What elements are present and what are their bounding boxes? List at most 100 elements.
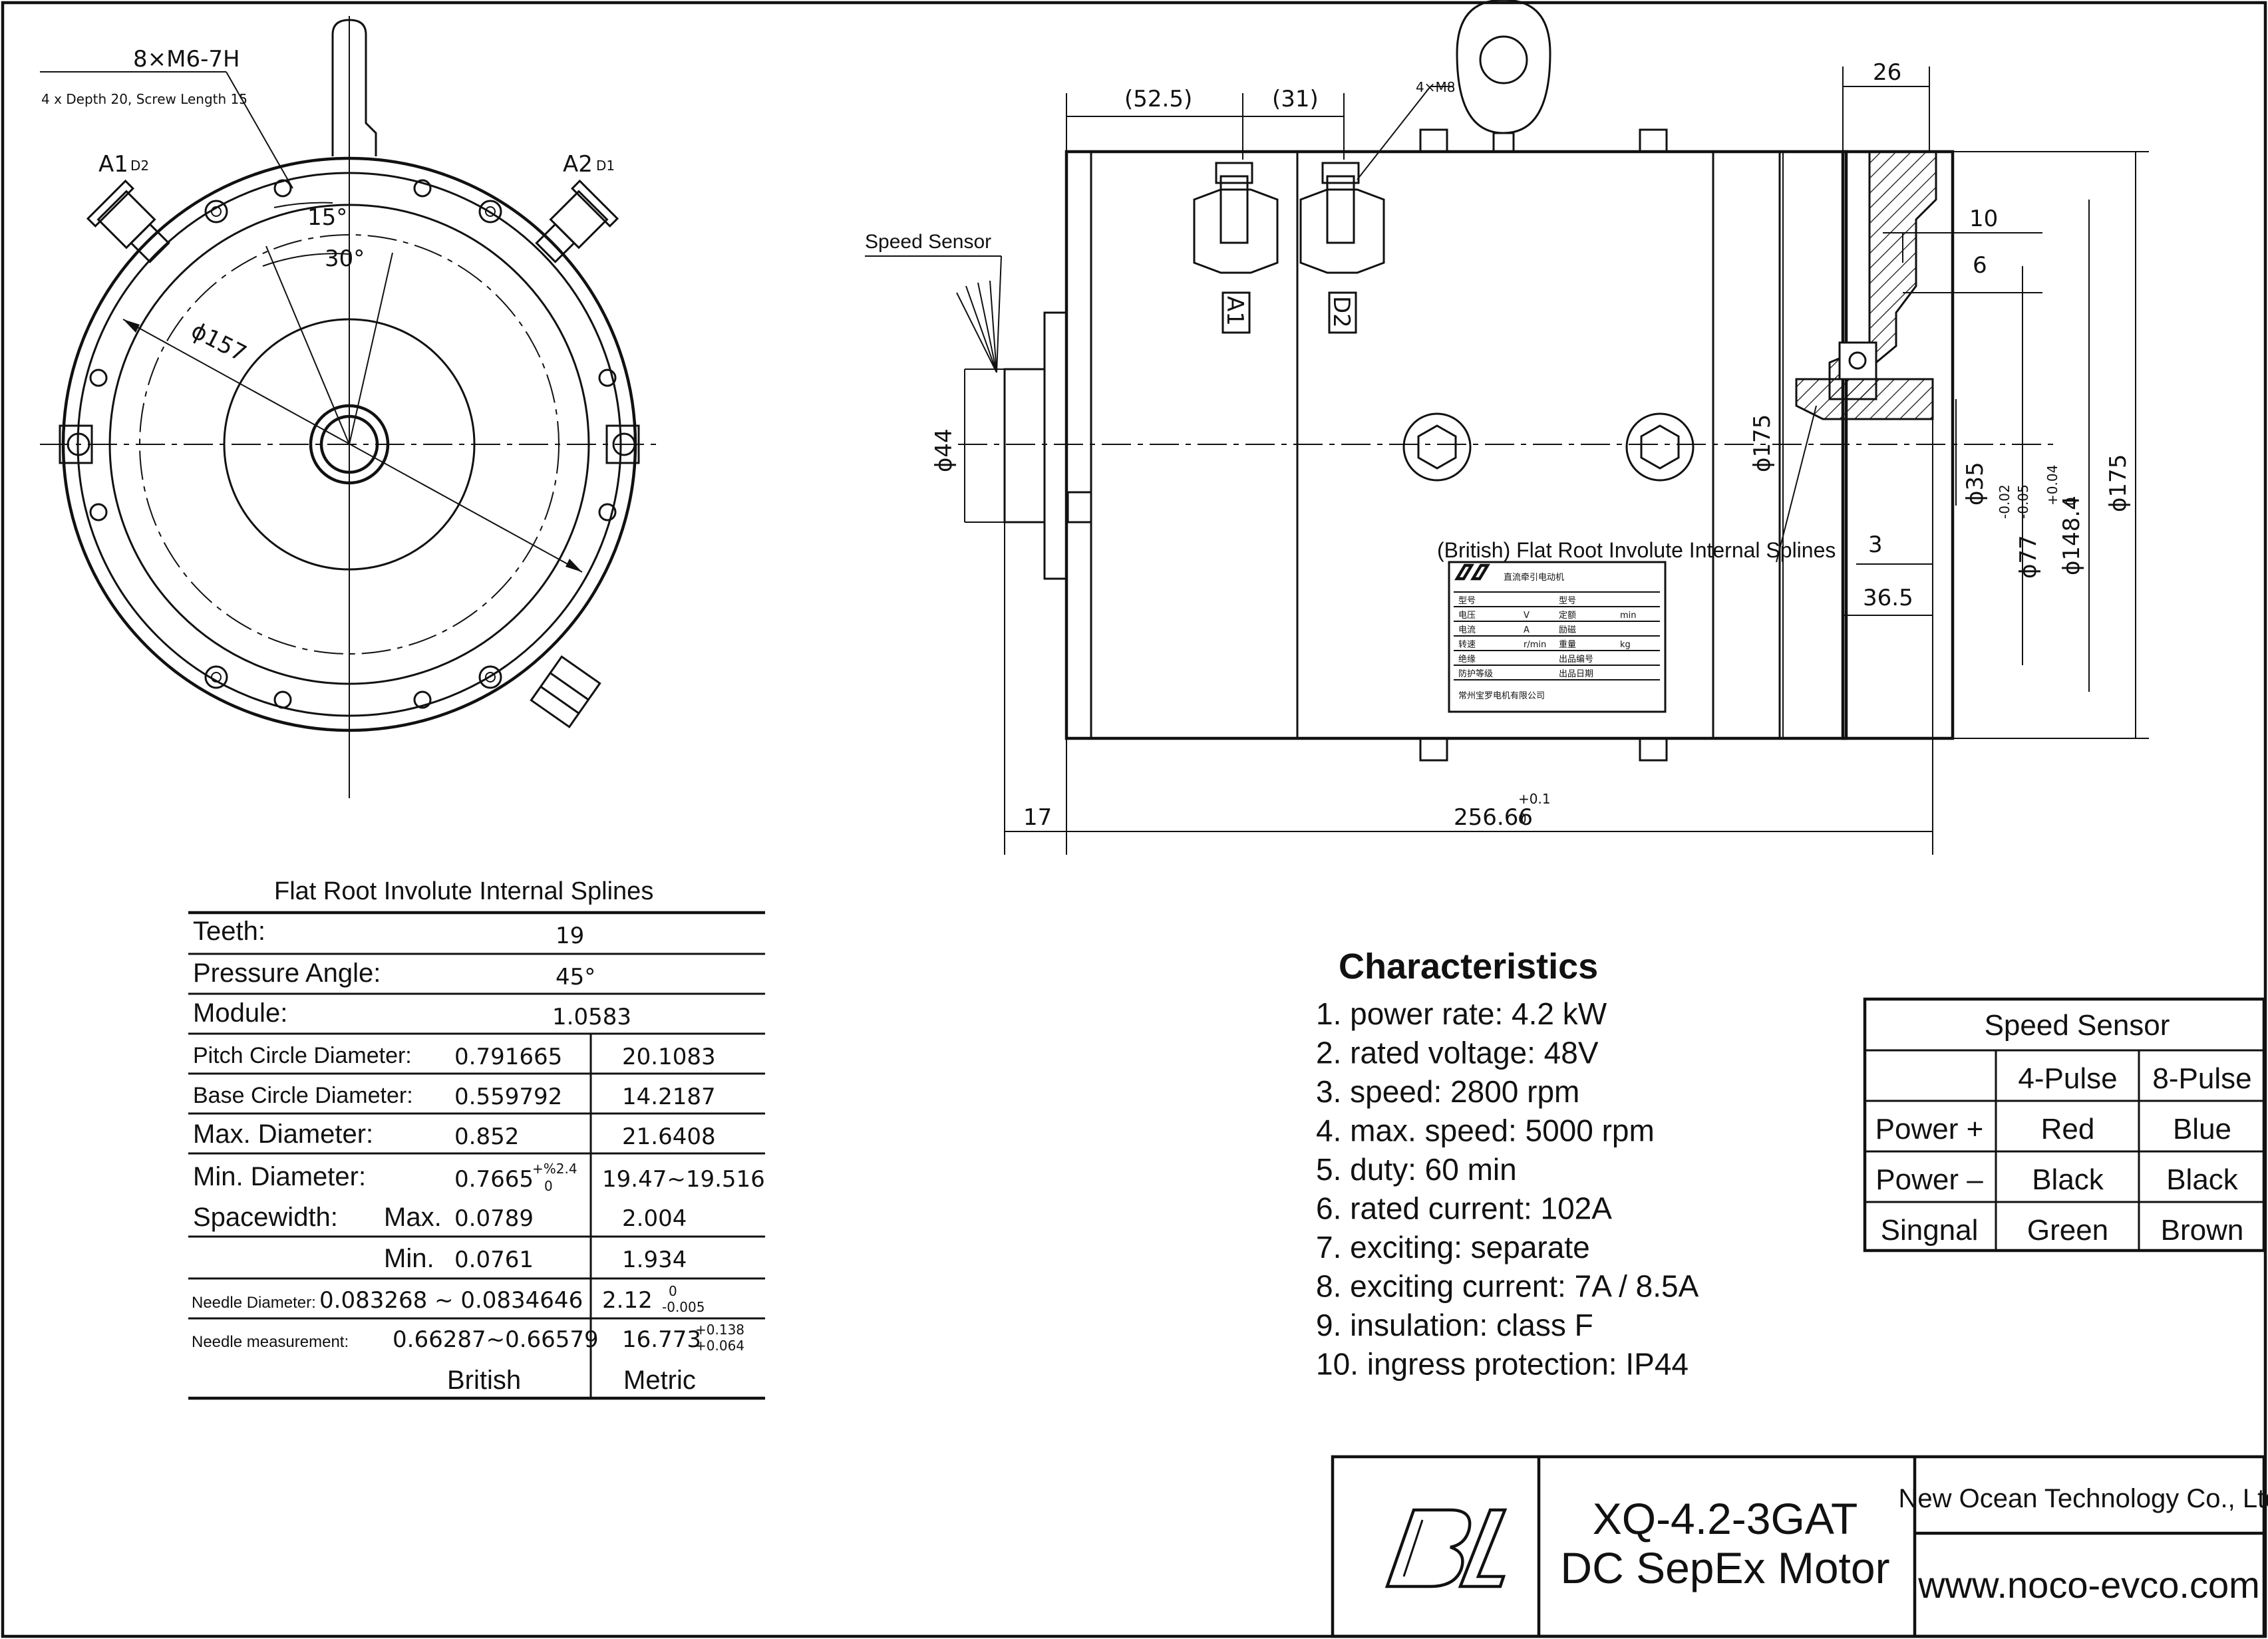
needle-measurement-tol-bot: +0.064	[695, 1338, 744, 1354]
lifting-lug	[331, 19, 377, 156]
front-terminal-a2: A2	[563, 151, 593, 178]
speed-sensor-cell: Black	[2166, 1163, 2239, 1196]
nameplate-cell: 励磁	[1559, 625, 1576, 635]
nameplate-cell: 电压	[1458, 611, 1476, 621]
front-terminal-d1: D1	[596, 158, 615, 174]
bolt-holes	[67, 179, 636, 709]
spacewidth-max-label: Max.	[384, 1203, 442, 1232]
nameplate-cell: 定额	[1559, 611, 1576, 621]
title-block: BL XQ-4.2-3GAT DC SepEx Motor New Ocean …	[1331, 1455, 2268, 1638]
bearing	[1838, 341, 1877, 380]
speed-sensor-col-4pulse: 4-Pulse	[2018, 1062, 2117, 1095]
spacewidth-max-metric: 2.004	[622, 1205, 687, 1232]
dim-3: 3	[1868, 531, 1883, 558]
dia-77-tol-bot: -0.05	[2015, 484, 2031, 519]
speed-sensor-row-label: Power +	[1875, 1113, 1984, 1145]
needle-tol-top: 0	[669, 1283, 677, 1299]
nameplate-title: 直流牵引电动机	[1504, 573, 1564, 583]
characteristic-item: 3. speed: 2800 rpm	[1316, 1074, 1579, 1109]
angle-30-label: 30°	[325, 245, 365, 272]
power-terminals	[1193, 162, 1385, 274]
max-diameter-metric: 21.6408	[622, 1123, 716, 1150]
spacewidth-min-british: 0.0761	[454, 1247, 534, 1273]
dim-6: 6	[1973, 252, 1987, 279]
dia-148-tol-top: +0.04	[2044, 465, 2060, 506]
pressure-angle-value: 45°	[556, 964, 595, 990]
model-description: DC SepEx Motor	[1560, 1543, 1889, 1592]
needle-measurement-metric: 16.773	[622, 1326, 701, 1353]
spline-table: Flat Root Involute Internal Splines Teet…	[188, 877, 765, 1400]
thread-note: 4 x Depth 20, Screw Length 15	[41, 91, 247, 107]
nameplate-cell: 型号	[1458, 596, 1476, 606]
dia-77: ϕ77	[2015, 535, 2042, 579]
dim-52-5: (52.5)	[1124, 86, 1192, 112]
dim-length-tol-top: +0.1	[1518, 791, 1551, 807]
characteristics: Characteristics 1. power rate: 4.2 kW2. …	[1316, 947, 1699, 1382]
characteristics-title: Characteristics	[1339, 947, 1598, 986]
column-british: British	[447, 1366, 521, 1395]
module-label: Module:	[193, 998, 287, 1028]
nameplate-cell: 型号	[1559, 596, 1576, 606]
dia-148-tol-bot: 0	[2063, 497, 2079, 506]
nameplate-cell: min	[1620, 611, 1637, 621]
min-diameter-british: 0.7665	[454, 1166, 534, 1193]
bl-logo: BL	[1384, 1508, 1508, 1588]
characteristic-item: 4. max. speed: 5000 rpm	[1316, 1114, 1655, 1148]
angle-15-label: 15°	[307, 204, 347, 231]
speed-sensor-cell: Black	[2032, 1163, 2104, 1196]
flange-section	[1828, 150, 1937, 400]
base-metric: 14.2187	[622, 1084, 716, 1110]
column-metric: Metric	[623, 1366, 696, 1395]
characteristic-item: 6. rated current: 102A	[1316, 1191, 1612, 1226]
module-value: 1.0583	[552, 1004, 631, 1030]
base-label: Base Circle Diameter:	[193, 1083, 413, 1108]
nameplate-maker: 常州宝罗电机有限公司	[1458, 691, 1545, 701]
front-terminal-d2: D2	[130, 158, 149, 174]
bolt-callout: 4×M8	[1416, 79, 1455, 95]
speed-sensor-col-8pulse: 8-Pulse	[2152, 1062, 2251, 1095]
spacewidth-min-label: Min.	[384, 1244, 434, 1273]
pitch-british: 0.791665	[454, 1044, 562, 1070]
spacewidth-max-british: 0.0789	[454, 1205, 534, 1232]
speed-sensor-callout: Speed Sensor	[865, 231, 991, 253]
company-name: New Ocean Technology Co., Ltd	[1899, 1484, 2268, 1513]
dia-35: ϕ35	[1962, 462, 1989, 506]
needle-diameter-british: 0.083268 ~ 0.0834646	[319, 1287, 583, 1314]
speed-sensor-title: Speed Sensor	[1985, 1009, 2170, 1042]
characteristic-item: 10. ingress protection: IP44	[1316, 1347, 1689, 1382]
nameplate-cell: r/min	[1524, 640, 1546, 650]
speed-sensor-cell: Blue	[2173, 1113, 2231, 1145]
speed-sensor-cell: Red	[2041, 1113, 2095, 1145]
characteristic-item: 9. insulation: class F	[1316, 1308, 1593, 1342]
thread-callout: 8×M6-7H	[133, 46, 240, 73]
nameplate-cell: 出品日期	[1559, 669, 1593, 679]
base-british: 0.559792	[454, 1084, 562, 1110]
nameplate-cell: 转速	[1458, 640, 1476, 650]
lifting-eye	[1456, 0, 1551, 134]
nameplate-cell: 重量	[1559, 639, 1576, 650]
spline-table-title: Flat Root Involute Internal Splines	[274, 877, 653, 905]
speed-sensor-cell: Brown	[2161, 1214, 2244, 1247]
model-number: XQ-4.2-3GAT	[1593, 1494, 1858, 1543]
min-diameter-label: Min. Diameter:	[193, 1162, 366, 1191]
teeth-label: Teeth:	[193, 917, 265, 946]
nameplate-cell: V	[1524, 611, 1530, 621]
dim-36-5: 36.5	[1863, 585, 1913, 611]
sensor-connector	[530, 655, 601, 728]
pitch-label: Pitch Circle Diameter:	[193, 1043, 412, 1068]
company-website[interactable]: www.noco-evco.com	[1917, 1564, 2260, 1606]
needle-diameter-metric: 2.12	[602, 1287, 653, 1314]
characteristic-item: 2. rated voltage: 48V	[1316, 1036, 1599, 1070]
dim-length-tol-bot: 0	[1518, 811, 1527, 827]
dia-77-tol-top: -0.02	[1997, 484, 2013, 519]
front-terminal-a1: A1	[98, 151, 128, 178]
needle-diameter-label: Needle Diameter:	[192, 1294, 316, 1312]
pressure-angle-label: Pressure Angle:	[193, 959, 381, 988]
dim-31: (31)	[1272, 86, 1319, 112]
needle-tol-bot: -0.005	[662, 1299, 705, 1315]
terminal-left	[86, 179, 170, 263]
pitch-metric: 20.1083	[622, 1044, 716, 1070]
